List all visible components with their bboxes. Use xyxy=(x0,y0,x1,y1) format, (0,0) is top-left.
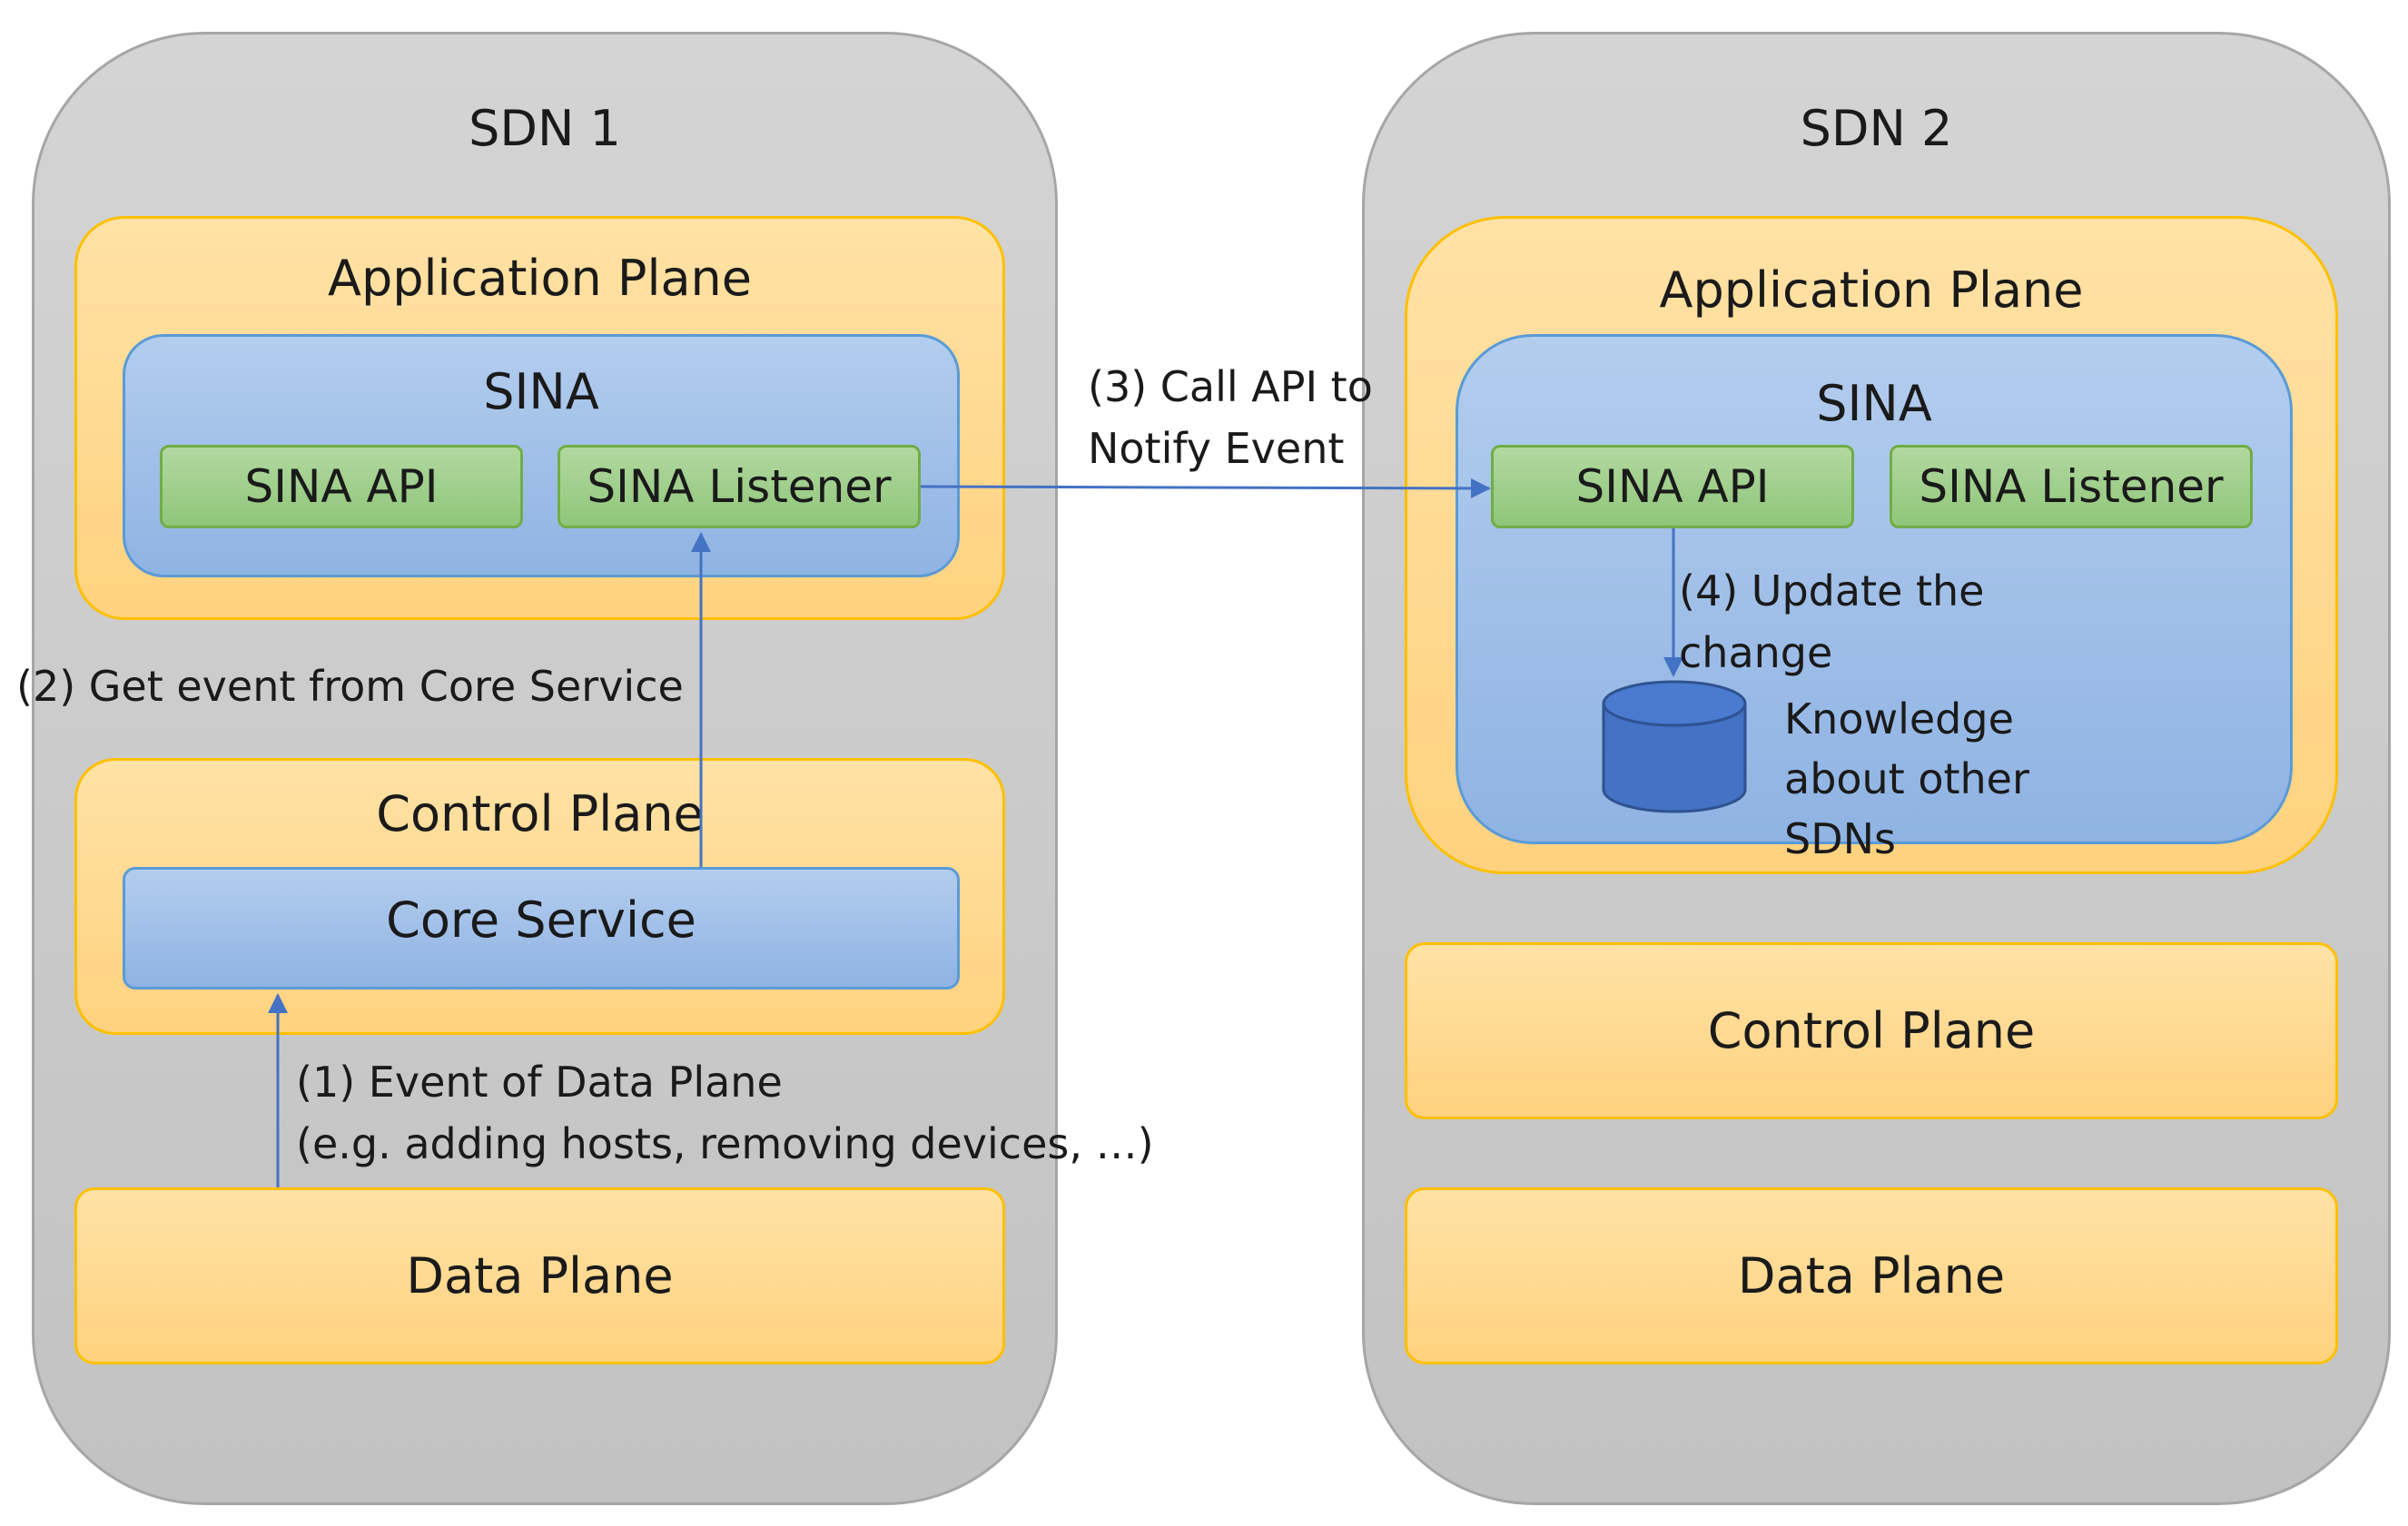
sdn1-control-plane-label: Control Plane xyxy=(376,785,704,842)
sdn2-sina-label: SINA xyxy=(1816,375,1932,432)
step1-label-line2: (e.g. adding hosts, removing devices, …) xyxy=(296,1119,1154,1168)
sdn1-application-plane-label: Application Plane xyxy=(328,250,752,307)
sdn1-sina-label: SINA xyxy=(483,363,599,420)
sdn1-data-plane xyxy=(74,1187,1005,1364)
sdn2-sina-api: SINA API xyxy=(1491,445,1854,528)
arrow-step3 xyxy=(920,477,1491,498)
knowledge-label-line3: SDNs xyxy=(1784,814,1896,863)
sdn1-sina-listener: SINA Listener xyxy=(558,445,921,528)
sdn1-core-service-label: Core Service xyxy=(386,891,696,949)
step4-label-line1: (4) Update the xyxy=(1679,566,1985,615)
sdn1-core-service xyxy=(123,867,960,989)
step3-label-line2: Notify Event xyxy=(1088,424,1345,473)
sdn2-control-plane xyxy=(1405,942,2338,1119)
step1-label-line1: (1) Event of Data Plane xyxy=(296,1058,783,1107)
sdn1-sina-api: SINA API xyxy=(160,445,523,528)
sdn2-title: SDN 2 xyxy=(1800,100,1953,157)
sdn1-title: SDN 1 xyxy=(469,100,621,157)
database-icon xyxy=(1602,680,1747,813)
step4-label-line2: change xyxy=(1679,628,1833,677)
sdn2-data-plane xyxy=(1405,1187,2338,1364)
sdn2-data-plane-label: Data Plane xyxy=(1737,1247,2006,1304)
knowledge-label-line2: about other xyxy=(1784,754,2029,803)
sdn2-sina-box xyxy=(1456,334,2293,844)
sdn2-sina-listener: SINA Listener xyxy=(1890,445,2253,528)
sdn1-data-plane-label: Data Plane xyxy=(406,1247,674,1304)
step2-label: (2) Get event from Core Service xyxy=(16,662,684,711)
step3-label-line1: (3) Call API to xyxy=(1088,362,1373,411)
sdn2-application-plane-label: Application Plane xyxy=(1659,261,2084,319)
sdn2-control-plane-label: Control Plane xyxy=(1707,1002,2036,1059)
knowledge-label-line1: Knowledge xyxy=(1784,694,2014,743)
